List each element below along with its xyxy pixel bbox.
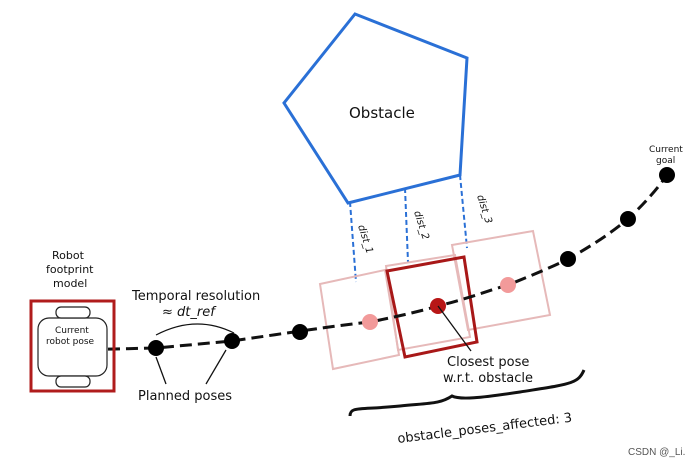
dist-2-label: dist_2 bbox=[411, 210, 431, 242]
dist-1-label: dist_1 bbox=[355, 224, 375, 256]
watermark: CSDN @_Li. bbox=[628, 447, 685, 458]
planned-pose-7 bbox=[560, 251, 576, 267]
robot-model-label-line1: Robot bbox=[52, 249, 85, 262]
planned-pose-8 bbox=[620, 211, 636, 227]
robot-wheel-top bbox=[55, 306, 91, 319]
dist-1-line bbox=[349, 201, 357, 283]
closest-pose-label-line2: w.r.t. obstacle bbox=[443, 371, 533, 386]
obstacle-label: Obstacle bbox=[349, 104, 415, 122]
dist-2-line bbox=[404, 187, 409, 263]
affected-pose-1 bbox=[362, 314, 378, 330]
closest-pose-label-line1: Closest pose bbox=[447, 355, 529, 370]
planned-pose-3 bbox=[292, 324, 308, 340]
affected-poses-label: obstacle_poses_affected: 3 bbox=[397, 411, 573, 447]
planned-pose-1 bbox=[148, 340, 164, 356]
current-goal-label-line1: Current bbox=[649, 145, 683, 155]
robot-wheel-bottom bbox=[55, 375, 91, 388]
robot-model-label-line2: footprint bbox=[46, 263, 94, 276]
planned-pose-2 bbox=[224, 333, 240, 349]
robot-model-label-line3: model bbox=[53, 277, 87, 290]
footprint-box-pose-2-shadow bbox=[384, 253, 472, 352]
robot-footprint-box bbox=[29, 299, 116, 393]
dt-ref-label: ≈ dt_ref bbox=[162, 305, 217, 320]
closest-pose-pointer bbox=[437, 305, 472, 352]
planned-poses-pointer-2 bbox=[205, 349, 227, 385]
dist-3-line bbox=[459, 174, 468, 249]
closest-pose-box bbox=[385, 255, 479, 359]
affected-poses-brace bbox=[348, 369, 586, 417]
goal-pose bbox=[659, 167, 675, 183]
planned-poses-pointer-1 bbox=[155, 356, 167, 385]
dist-3-label: dist_3 bbox=[474, 194, 494, 226]
planned-poses-label: Planned poses bbox=[138, 389, 232, 404]
temporal-resolution-arc bbox=[155, 323, 235, 336]
current-goal-label-line2: goal bbox=[656, 156, 675, 166]
footprint-box-pose-1 bbox=[318, 268, 401, 371]
affected-pose-3 bbox=[500, 277, 516, 293]
temporal-resolution-label: Temporal resolution bbox=[131, 289, 260, 304]
current-pose-label-line2: robot pose bbox=[46, 337, 95, 347]
current-pose-label-line1: Current bbox=[55, 326, 89, 336]
obstacle-pentagon bbox=[282, 12, 469, 205]
